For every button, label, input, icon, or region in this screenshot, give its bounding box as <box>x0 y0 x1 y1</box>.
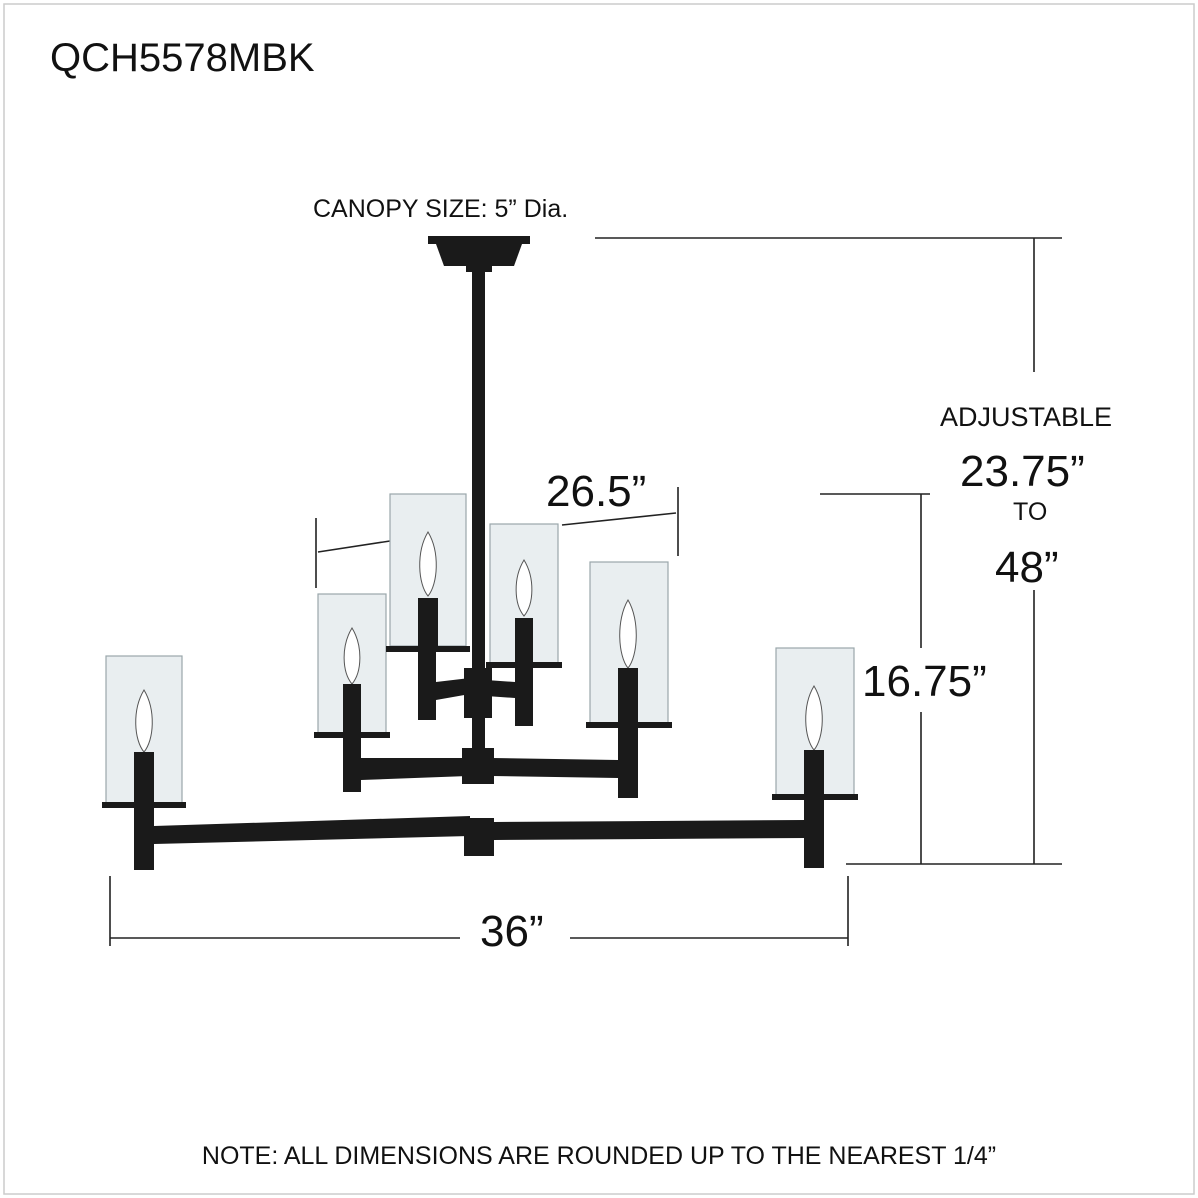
bobeche-3 <box>386 646 470 652</box>
dimension-lines <box>109 237 1062 946</box>
bulb-4 <box>515 559 533 617</box>
adjustable-to-label: TO <box>1013 498 1048 526</box>
chandelier-illustration <box>102 236 858 870</box>
model-number: QCH5578MBK <box>50 36 315 80</box>
down-rod <box>472 272 485 750</box>
sleeve-1 <box>134 752 154 804</box>
hub-bottom <box>464 818 494 856</box>
bobeche-1 <box>102 802 186 808</box>
rounding-note: NOTE: ALL DIMENSIONS ARE ROUNDED UP TO T… <box>201 1142 997 1170</box>
middle-arm-right <box>492 758 618 778</box>
bobeche-4 <box>486 662 562 668</box>
stem-3 <box>418 652 436 720</box>
sleeve-2 <box>343 684 361 734</box>
lower-arm-right <box>494 820 806 840</box>
canopy-size-label: CANOPY SIZE: 5” Dia. <box>313 195 569 223</box>
arm-stems <box>134 652 824 870</box>
page-border <box>3 3 1195 1195</box>
middle-arm-left <box>361 758 468 780</box>
candle-sleeves <box>134 598 824 804</box>
stem-1 <box>134 808 154 870</box>
hub-top <box>464 668 492 718</box>
adjustable-max-dimension: 48” <box>995 543 1059 592</box>
adjustable-min-dimension: 23.75” <box>960 447 1085 496</box>
bobeche-2 <box>314 732 390 738</box>
bulb-3 <box>419 531 437 597</box>
adjustable-label: ADJUSTABLE <box>940 402 1113 432</box>
sleeve-4 <box>515 618 533 664</box>
overall-width-dimension: 36” <box>480 907 544 956</box>
bulbs <box>135 531 823 753</box>
stem-5 <box>618 728 638 798</box>
bobeches <box>102 646 858 808</box>
upper-width-dimension: 26.5” <box>546 467 647 516</box>
upper-width-line-right <box>561 512 677 526</box>
top-arm-right <box>486 680 515 698</box>
top-arm-left <box>436 678 470 700</box>
arms <box>154 678 806 844</box>
body-height-dimension: 16.75” <box>862 657 987 706</box>
stem-4 <box>515 668 533 726</box>
stem-2 <box>343 738 361 792</box>
sleeve-3 <box>418 598 438 648</box>
bobeche-5 <box>586 722 672 728</box>
stem-6 <box>804 800 824 868</box>
hubs <box>462 668 494 856</box>
lower-arm-left <box>154 816 470 844</box>
upper-width-line-left <box>317 540 391 553</box>
canopy-body <box>436 244 522 266</box>
bobeche-6 <box>772 794 858 800</box>
sleeve-6 <box>804 750 824 796</box>
sleeve-5 <box>618 668 638 724</box>
canopy-collar <box>466 266 492 272</box>
canopy-plate <box>428 236 530 244</box>
hub-middle <box>462 748 494 784</box>
